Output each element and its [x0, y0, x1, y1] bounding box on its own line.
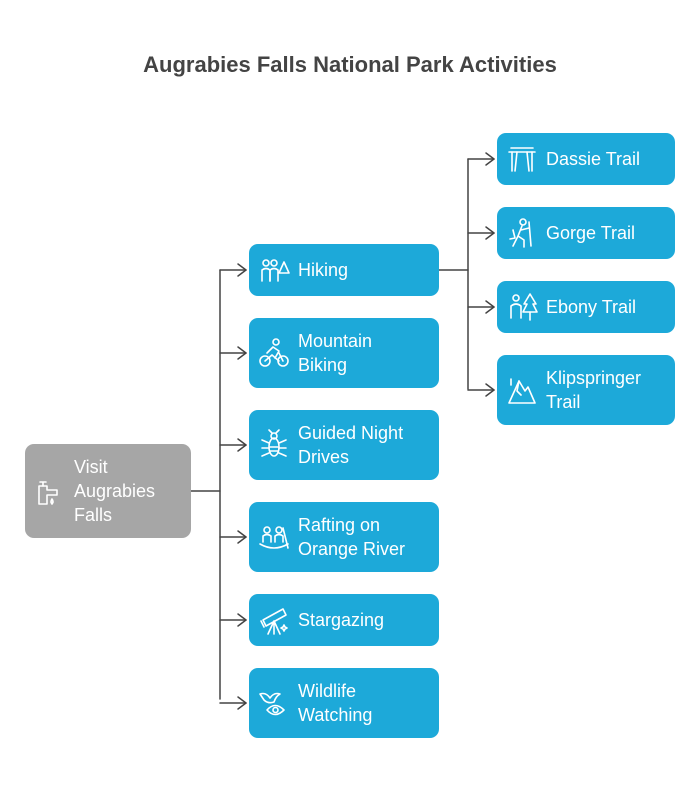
activity-label-line: Guided Night — [298, 423, 404, 443]
activity-label-line: Mountain — [298, 331, 373, 351]
activity-label-line: Rafting on — [298, 515, 381, 535]
mountain-icon — [505, 373, 539, 407]
root-label-line: Falls — [74, 505, 113, 525]
activity-label-line: Wildlife — [298, 681, 357, 701]
bird-eye-icon — [257, 686, 291, 720]
trail-ebony[interactable]: Ebony Trail — [497, 281, 675, 333]
faucet-icon — [33, 474, 67, 508]
page-title: Augrabies Falls National Park Activities — [143, 52, 557, 77]
trail-label-line: Klipspringer — [546, 368, 642, 388]
root-label-line: Augrabies — [74, 481, 156, 501]
hikers-icon — [257, 253, 291, 287]
telescope-icon — [257, 603, 291, 637]
activity-rafting-on-orange-river[interactable]: Rafting on Orange River — [249, 502, 439, 572]
root-label-line: Visit — [74, 457, 108, 477]
activity-hiking[interactable]: Hiking — [249, 244, 439, 296]
climber-icon — [505, 216, 539, 250]
activity-label-line: Biking — [298, 355, 348, 375]
rafting-icon — [257, 520, 291, 554]
activity-stargazing[interactable]: Stargazing — [249, 594, 439, 646]
activity-label-line: Drives — [298, 447, 350, 467]
trail-klipspringer[interactable]: Klipspringer Trail — [497, 355, 675, 425]
trail-label-line: Trail — [546, 392, 581, 412]
activity-mountain-biking[interactable]: Mountain Biking — [249, 318, 439, 388]
activity-label-line: Watching — [298, 705, 373, 725]
root-node-visit-augrabies-falls: Visit Augrabies Falls — [25, 444, 191, 538]
activity-label-line: Hiking — [298, 260, 349, 280]
activity-guided-night-drives[interactable]: Guided Night Drives — [249, 410, 439, 480]
trail-label-line: Gorge Trail — [546, 223, 636, 243]
cyclist-icon — [257, 336, 291, 370]
activity-label-line: Stargazing — [298, 610, 385, 630]
trail-label-line: Dassie Trail — [546, 149, 641, 169]
trail-gate-icon — [505, 142, 539, 176]
activity-wildlife-watching[interactable]: Wildlife Watching — [249, 668, 439, 738]
trail-label-line: Ebony Trail — [546, 297, 637, 317]
trail-dassie[interactable]: Dassie Trail — [497, 133, 675, 185]
activity-label-line: Orange River — [298, 539, 406, 559]
trail-gorge[interactable]: Gorge Trail — [497, 207, 675, 259]
insect-icon — [257, 428, 291, 462]
hiker-tree-icon — [505, 290, 539, 324]
